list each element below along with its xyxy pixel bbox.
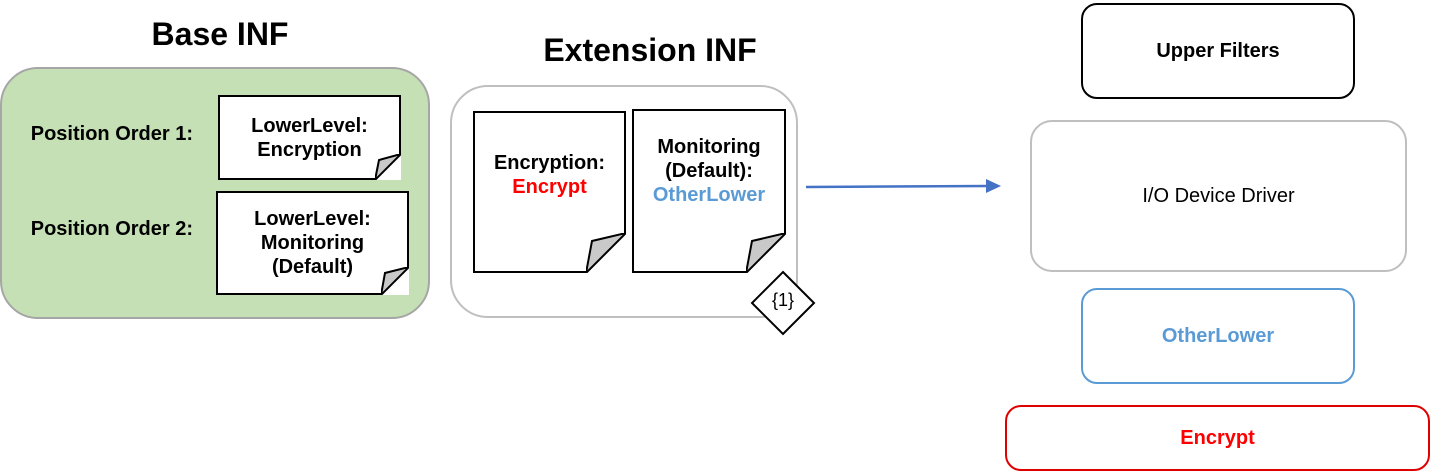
base-note-monitoring: LowerLevel: Monitoring (Default) xyxy=(216,191,409,295)
ext-note-encryption-line1: Encryption: xyxy=(493,152,606,174)
page-curl-icon xyxy=(381,267,409,295)
ext-note-monitoring-line1: Monitoring xyxy=(657,136,761,158)
base-note-encryption-line2: Encryption xyxy=(257,138,362,161)
page-curl-icon xyxy=(746,233,786,273)
stack-other-lower-label: OtherLower xyxy=(1161,324,1275,347)
ext-note-monitoring: Monitoring (Default): OtherLower xyxy=(632,109,786,273)
ext-note-encryption: Encryption: Encrypt xyxy=(473,111,626,273)
base-note-monitoring-line3: (Default) xyxy=(271,256,354,278)
position-order-2-label: Position Order 2: xyxy=(30,218,193,240)
diamond-badge-icon: {1} xyxy=(750,270,816,336)
stack-io-device-driver-label: I/O Device Driver xyxy=(1142,184,1295,207)
stack-other-lower: OtherLower xyxy=(1081,288,1355,384)
page-curl-icon xyxy=(375,154,401,180)
page-curl-icon xyxy=(586,233,626,273)
position-order-1-label: Position Order 1: xyxy=(30,123,193,145)
stack-encrypt-label: Encrypt xyxy=(1180,426,1255,449)
stack-upper-filters: Upper Filters xyxy=(1081,3,1355,99)
base-note-encryption-line1: LowerLevel: xyxy=(251,114,368,137)
base-note-monitoring-line2: Monitoring xyxy=(260,232,365,254)
stack-io-device-driver: I/O Device Driver xyxy=(1030,120,1407,272)
ext-note-encryption-value: Encrypt xyxy=(512,176,587,198)
extension-inf-title: Extension INF xyxy=(543,32,757,68)
stack-upper-filters-label: Upper Filters xyxy=(1156,39,1280,62)
ext-note-monitoring-value: OtherLower xyxy=(652,184,766,206)
ext-note-monitoring-line2: (Default): xyxy=(665,160,753,182)
base-note-monitoring-line1: LowerLevel: xyxy=(254,208,371,230)
base-note-encryption: LowerLevel: Encryption xyxy=(218,95,401,180)
base-inf-title: Base INF xyxy=(151,16,289,52)
badge-label: {1} xyxy=(771,290,795,310)
stack-encrypt: Encrypt xyxy=(1005,405,1430,471)
